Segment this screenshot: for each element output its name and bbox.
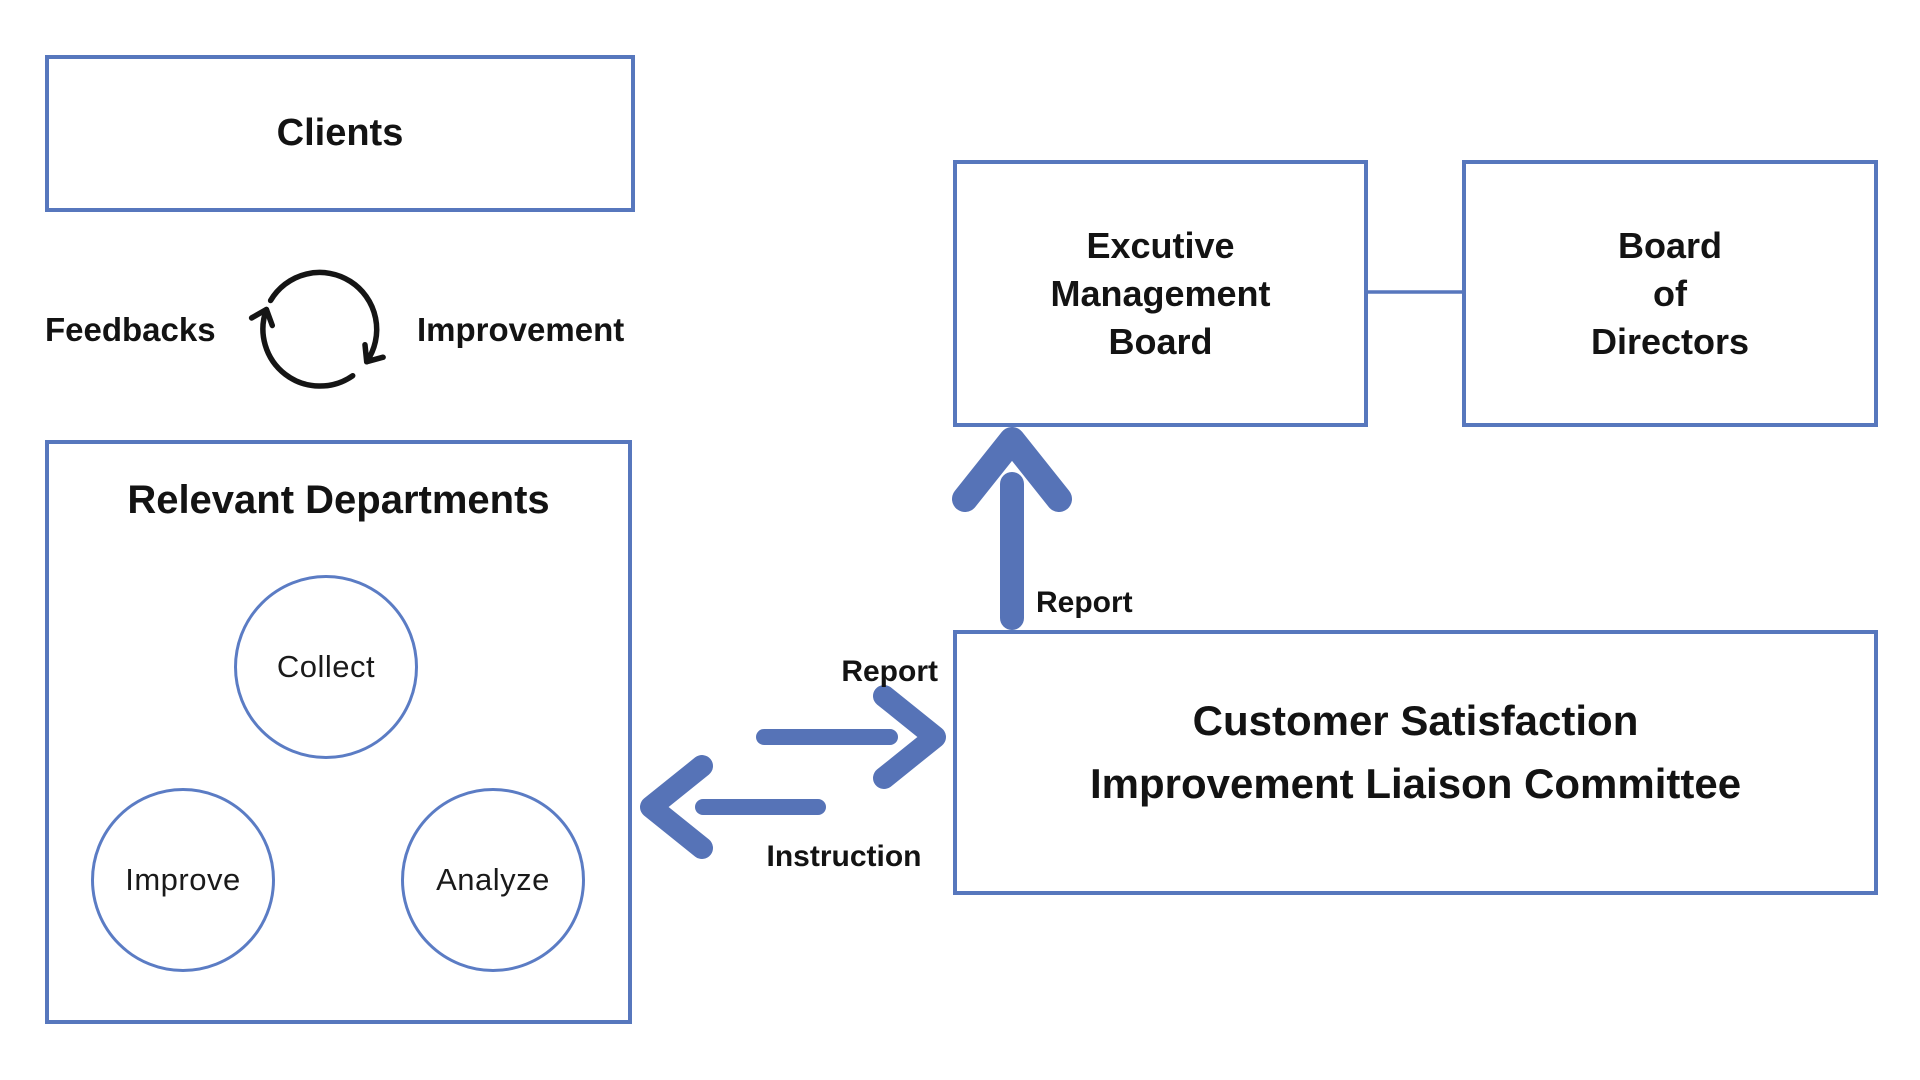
directors-line-1: Board — [1617, 224, 1722, 266]
analyze-circle: Analyze — [401, 788, 585, 972]
cycle-top-arc — [267, 269, 386, 365]
directors-line-3: Directors — [1590, 320, 1750, 362]
executive-line-2: Management — [1050, 272, 1271, 314]
cycle-bottom-arc — [248, 306, 356, 389]
liaison-committee-label: Customer Satisfaction Improvement Liaiso… — [1090, 689, 1741, 815]
analyze-circle-label: Analyze — [436, 862, 550, 897]
instruction-left-arrow — [640, 755, 826, 859]
committee-line-2: Improvement Liaison Committee — [1089, 759, 1742, 807]
improve-circle-label: Improve — [125, 862, 241, 897]
collect-circle-label: Collect — [276, 649, 376, 684]
liaison-committee-box: Customer Satisfaction Improvement Liaiso… — [953, 630, 1878, 895]
board-of-directors-box: Board of Directors — [1462, 160, 1878, 427]
report-right-label: Report — [841, 655, 938, 688]
clients-box-label: Clients — [276, 112, 404, 154]
relevant-departments-title: Relevant Departments — [127, 478, 550, 522]
feedbacks-label: Feedbacks — [45, 311, 216, 348]
directors-line-2: of — [1653, 272, 1687, 314]
executive-line-3: Board — [1108, 320, 1213, 362]
improvement-label: Improvement — [417, 311, 625, 348]
report-up-arrow — [952, 427, 1072, 630]
board-of-directors-label: Board of Directors — [1591, 222, 1749, 366]
executive-management-board-label: Excutive Management Board — [1050, 222, 1270, 366]
collect-circle: Collect — [234, 575, 418, 759]
committee-line-1: Customer Satisfaction — [1192, 696, 1639, 744]
report-up-label: Report — [1036, 586, 1133, 619]
instruction-label: Instruction — [766, 840, 922, 873]
executive-line-1: Excutive — [1086, 224, 1235, 266]
cycle-arrows-icon — [248, 269, 386, 389]
report-right-arrow — [756, 685, 946, 789]
clients-box: Clients — [45, 55, 635, 212]
improve-circle: Improve — [91, 788, 275, 972]
executive-management-board-box: Excutive Management Board — [953, 160, 1368, 427]
